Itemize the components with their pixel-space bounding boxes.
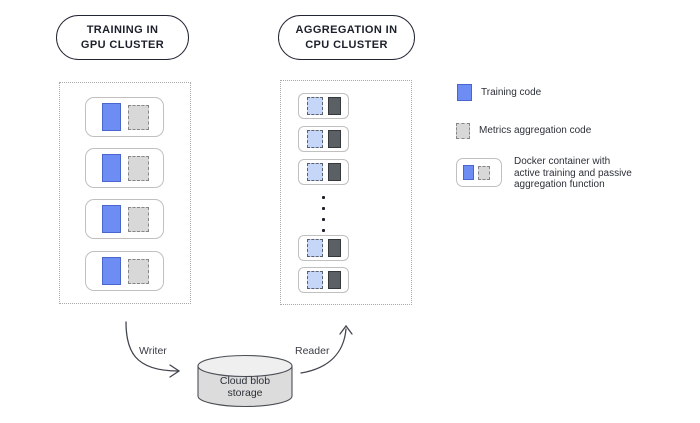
- training-code-swatch: [457, 84, 472, 101]
- cpu-cluster-title-pill: AGGREGATION IN CPU CLUSTER: [278, 15, 415, 60]
- metrics-code-active-rect: [328, 97, 341, 115]
- metrics-code-passive-rect: [128, 104, 149, 130]
- cpu-cluster-title-line1: AGGREGATION IN: [295, 23, 398, 36]
- gpu-cluster-title-line2: GPU CLUSTER: [80, 38, 165, 51]
- writer-label: Writer: [139, 345, 167, 357]
- legend-training-label: Training code: [481, 86, 542, 98]
- metrics-code-active-rect: [328, 239, 341, 257]
- training-code-passive-rect: [307, 271, 323, 289]
- ellipsis-dot: [322, 196, 325, 199]
- training-code-passive-rect: [307, 239, 323, 257]
- cpu-docker-container: [298, 93, 349, 119]
- gpu-docker-container: [85, 97, 164, 137]
- cpu-cluster-title-line2: CPU CLUSTER: [305, 38, 388, 51]
- training-code-active-rect: [102, 257, 121, 285]
- metrics-code-swatch: [456, 123, 470, 139]
- training-code-active-rect: [102, 154, 121, 182]
- metrics-code-active-rect: [328, 271, 341, 289]
- training-code-active-rect: [102, 205, 121, 233]
- legend-item-training-code: Training code: [457, 84, 541, 101]
- training-code-passive-rect: [307, 97, 323, 115]
- reader-label: Reader: [295, 345, 330, 357]
- cpu-docker-container: [298, 126, 349, 152]
- metrics-code-passive-rect: [128, 155, 149, 181]
- docker-container-swatch: [456, 158, 502, 187]
- metrics-code-passive-rect: [128, 206, 149, 232]
- cpu-docker-container: [298, 235, 349, 261]
- cpu-docker-container: [298, 159, 349, 185]
- gpu-docker-container: [85, 199, 164, 239]
- training-code-active-rect: [102, 103, 121, 131]
- training-code-passive-rect: [307, 163, 323, 181]
- ellipsis-dot: [322, 218, 325, 221]
- metrics-code-active-rect: [328, 163, 341, 181]
- metrics-code-passive-rect: [478, 165, 490, 180]
- metrics-code-active-rect: [328, 130, 341, 148]
- cpu-cluster-region: [280, 80, 412, 305]
- gpu-cluster-title-line1: TRAINING IN: [86, 23, 159, 36]
- ellipsis-dot: [322, 207, 325, 210]
- gpu-docker-container: [85, 251, 164, 291]
- training-code-passive-rect: [307, 130, 323, 148]
- cpu-docker-container: [298, 267, 349, 293]
- legend-item-metrics-code: Metrics aggregation code: [456, 123, 591, 139]
- legend-metrics-label: Metrics aggregation code: [479, 125, 592, 136]
- metrics-code-passive-rect: [128, 258, 149, 284]
- gpu-docker-container: [85, 148, 164, 188]
- gpu-cluster-title-pill: TRAINING IN GPU CLUSTER: [56, 15, 189, 60]
- ellipsis-dot: [322, 229, 325, 232]
- vertical-ellipsis: [322, 196, 325, 232]
- training-code-active-rect: [463, 165, 474, 180]
- storage-label: Cloud blob storage: [219, 375, 271, 399]
- legend-item-docker-container: Docker container with active training an…: [456, 156, 632, 191]
- legend-docker-label: Docker container with active training an…: [514, 156, 632, 190]
- gpu-cluster-region: [59, 82, 191, 304]
